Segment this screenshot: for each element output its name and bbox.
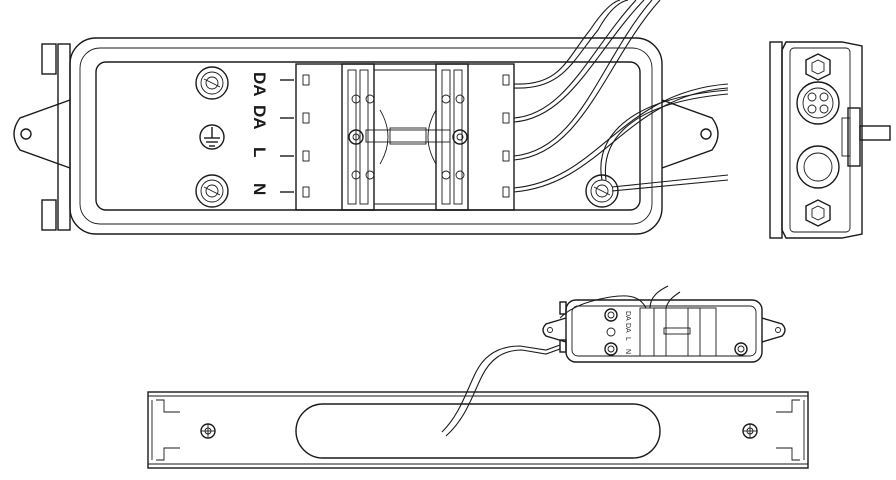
terminal-slots-left — [280, 74, 310, 198]
screw-head-icon — [200, 423, 216, 439]
mounting-hole — [700, 128, 712, 140]
terminal-block — [295, 63, 515, 211]
terminal-label-da-2: DA — [250, 105, 269, 130]
cable-gland-icon — [796, 81, 840, 125]
mounting-hole — [20, 128, 32, 140]
mini-terminal-label-da-2: DA — [624, 323, 631, 333]
earth-ground-symbol — [199, 124, 225, 150]
mini-terminal-label-l: L — [624, 337, 631, 341]
cable-gland-icon — [796, 145, 840, 189]
junction-box-mini-view: DA DA L N — [441, 285, 786, 437]
hex-bolt-icon — [805, 199, 831, 227]
terminal-label-l: L — [250, 147, 269, 157]
mini-terminal-label-da-1: DA — [624, 311, 631, 321]
junction-box-top-view: DA DA L N — [13, 0, 729, 235]
cable-wires — [513, 0, 729, 193]
screw-head-icon — [742, 423, 758, 439]
mini-terminal-label-n: N — [624, 349, 631, 354]
screw-head-icon — [195, 174, 229, 208]
terminal-label-n: N — [250, 183, 269, 195]
mounting-rail — [147, 391, 809, 469]
hex-bolt-icon — [805, 53, 831, 81]
terminal-label-da-1: DA — [250, 72, 269, 97]
screw-head-icon — [195, 66, 229, 100]
junction-box-side-view — [769, 41, 891, 239]
